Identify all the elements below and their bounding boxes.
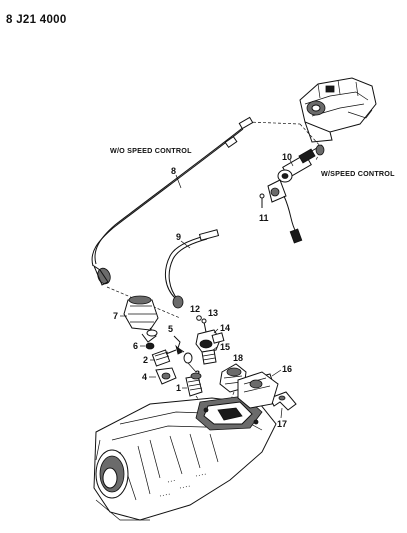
callout-9: 9 <box>176 232 181 242</box>
callout-2: 2 <box>143 355 148 365</box>
callout-1: 1 <box>176 383 181 393</box>
callout-17: 17 <box>277 419 287 429</box>
callout-11: 11 <box>259 213 269 223</box>
callout-15: 15 <box>220 342 230 352</box>
sleeve-plate <box>155 367 177 385</box>
speed-sensor <box>195 329 225 353</box>
transmission-housing <box>93 371 279 521</box>
callout-10: 10 <box>282 152 292 162</box>
sensor-screw <box>201 318 207 333</box>
cable-bracket <box>269 391 297 411</box>
transducer-bracket-and-wire <box>259 179 303 244</box>
retaining-clip <box>173 335 185 355</box>
callout-6: 6 <box>133 341 138 351</box>
callout-4: 4 <box>142 372 147 382</box>
caption-without-speed-control: W/O SPEED CONTROL <box>110 146 192 155</box>
caption-with-speed-control: W/SPEED CONTROL <box>321 169 395 178</box>
speedometer-head-assembly <box>299 77 377 143</box>
callout-14: 14 <box>220 323 230 333</box>
diagram-code: 8 J21 4000 <box>6 14 67 26</box>
callout-16: 16 <box>282 364 292 374</box>
speedometer-cable-without-speed-control <box>91 116 254 286</box>
sensor-washer <box>196 315 202 321</box>
callout-12: 12 <box>190 304 200 314</box>
driven-gear <box>151 349 177 367</box>
callout-13: 13 <box>208 308 218 318</box>
callout-5: 5 <box>168 324 173 334</box>
speed-control-transducer <box>277 144 325 183</box>
sensor-adapter <box>201 349 217 365</box>
speedometer-adapter <box>123 295 159 343</box>
callout-8: 8 <box>171 166 176 176</box>
callout-7: 7 <box>113 311 118 321</box>
o-ring <box>145 342 155 350</box>
callout-18: 18 <box>233 353 243 363</box>
pinion-gear <box>185 372 203 397</box>
speedometer-cable-lower <box>164 229 220 309</box>
seal <box>183 352 197 373</box>
